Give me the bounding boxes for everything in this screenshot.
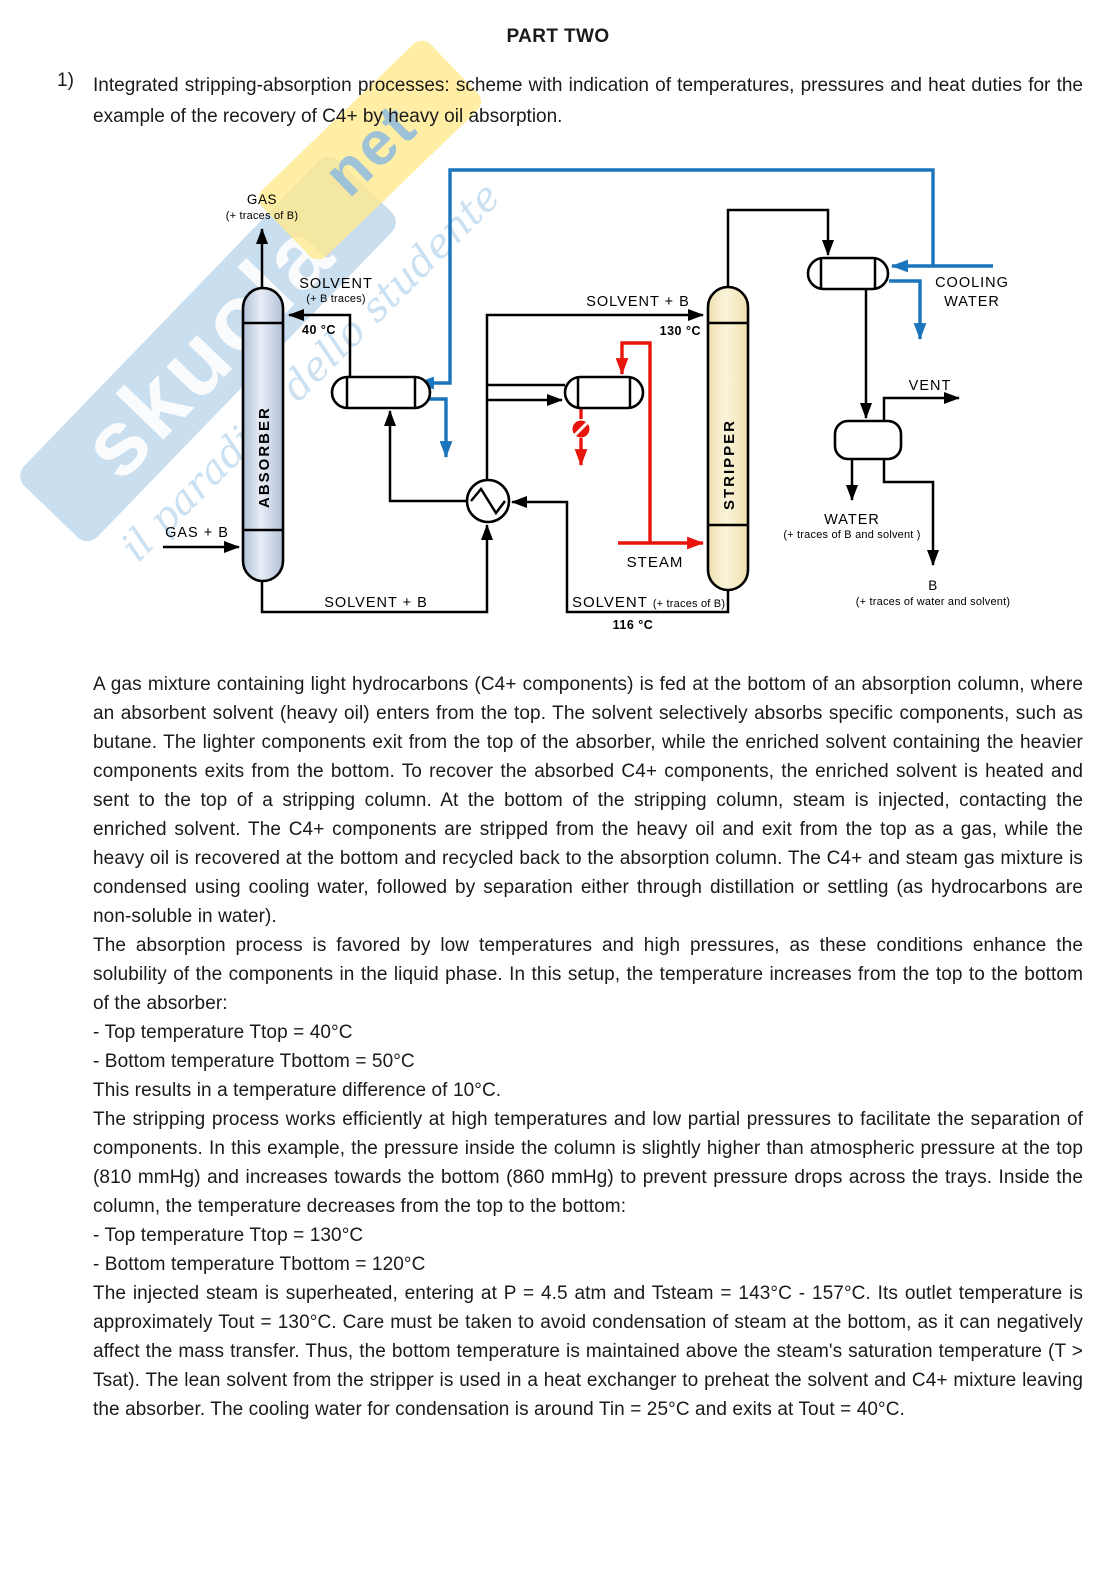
solvent-top-label: SOLVENT <box>299 276 373 292</box>
separator-drum <box>833 419 903 461</box>
gas-overhead-label: GAS <box>247 192 277 207</box>
stripper-column <box>706 285 750 592</box>
line-absorber-top-temp: - Top temperature Ttop = 40°C <box>93 1022 353 1043</box>
gas-feed-label: GAS + B <box>165 525 229 541</box>
stripper-label: STRIPPER <box>721 419 738 510</box>
line-absorber-bottom-temp: - Bottom temperature Tbottom = 50°C <box>93 1051 415 1072</box>
list-item-text: Integrated stripping-absorption processe… <box>93 75 1083 127</box>
economizer-coil-icon <box>470 486 506 516</box>
vent-line <box>882 392 960 421</box>
body-text: A gas mixture containing light hydrocarb… <box>93 670 1083 1424</box>
condenser-water-outlet-line <box>889 279 927 341</box>
lean-solvent-main: SOLVENT <box>572 594 653 611</box>
stripper-overhead-line <box>726 208 834 287</box>
paragraph-process-description: A gas mixture containing light hydrocarb… <box>93 674 1083 927</box>
solvent-preheater <box>563 375 645 410</box>
stripper-feed-line <box>485 309 704 480</box>
b-outlet-sublabel: (+ traces of water and solvent) <box>856 596 1010 608</box>
lean-solvent-return-line <box>511 496 730 614</box>
paragraph-absorption-conditions: The absorption process is favored by low… <box>93 935 1083 1014</box>
lean-solvent-temp: 116 °C <box>613 618 654 632</box>
water-outlet-sublabel: (+ traces of B and solvent ) <box>783 529 920 541</box>
vent-label: VENT <box>909 378 952 394</box>
rich-solvent-line <box>260 524 493 614</box>
b-outlet-line <box>882 459 939 566</box>
list-item-1: 1) Integrated stripping-absorption proce… <box>57 70 1083 132</box>
lean-solvent-label: SOLVENT (+ traces of B) <box>572 594 725 611</box>
solvent-top-temp: 40 °C <box>302 323 336 337</box>
line-stripper-top-temp: - Top temperature Ttop = 130°C <box>93 1225 364 1246</box>
rich-solvent-label: SOLVENT + B <box>324 595 428 611</box>
steam-trap-slash <box>573 421 589 437</box>
gas-overhead-sublabel: (+ traces of B) <box>226 210 298 222</box>
solvent-top-sublabel: (+ B traces) <box>306 293 366 305</box>
condenser <box>806 256 890 291</box>
cooling-water-label-2: WATER <box>944 294 1000 310</box>
line-stripper-bottom-temp: - Bottom temperature Tbottom = 120°C <box>93 1254 426 1275</box>
paragraph-stripping-conditions: The stripping process works efficiently … <box>93 1109 1083 1217</box>
page-title: PART TWO <box>506 26 610 47</box>
paragraph-steam-details: The injected steam is superheated, enter… <box>93 1283 1083 1420</box>
stripper-feed-temp: 130 °C <box>660 324 701 338</box>
list-item-number: 1) <box>57 70 74 91</box>
lean-solvent-sub: (+ traces of B) <box>653 598 725 610</box>
steam-to-preheater-line <box>615 341 652 543</box>
b-outlet-label: B <box>928 578 938 593</box>
cooling-water-label-1: COOLING <box>935 275 1009 291</box>
line-temp-difference: This results in a temperature difference… <box>93 1080 502 1101</box>
absorber-label: ABSORBER <box>256 406 273 508</box>
steam-label: STEAM <box>627 554 684 571</box>
water-outlet-label: WATER <box>824 512 880 528</box>
economizer-to-cooler-line <box>384 410 467 503</box>
stripper-feed-label: SOLVENT + B <box>586 294 690 310</box>
